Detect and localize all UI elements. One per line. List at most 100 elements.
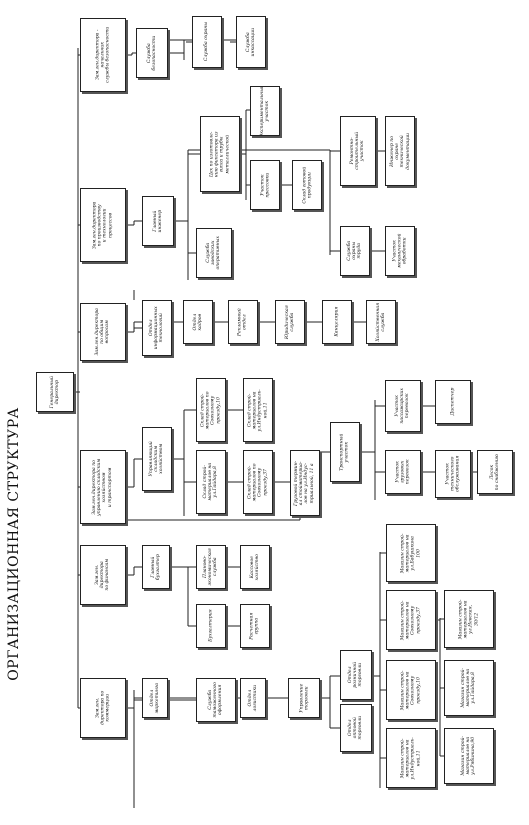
org-box-d1: Зам.ген. директора по коммерции [80, 678, 126, 738]
org-box-label: Зам.ген.директора по производству и техн… [92, 201, 114, 249]
org-box-o2: Отдел кадров [183, 300, 213, 344]
org-box-d3: Зам.ген.директора по управлению складски… [80, 450, 126, 524]
org-box-p9: Служба охраны труда [340, 226, 370, 276]
org-box-s4: Склад строй- материалов по Совхозному пр… [196, 378, 226, 442]
org-box-label: Магазин строй- материалов на ул.Рябинина… [461, 736, 477, 776]
org-box-label: Генеральный директор [49, 375, 60, 409]
org-box-label: Участок пассажирских перевозок [395, 388, 411, 424]
org-box-label: Управляющий складским хозяйством [149, 441, 165, 477]
org-box-o4: Юридическая служба [275, 300, 305, 344]
org-box-m7: Магазин строй- материалов на ул.Невская,… [444, 590, 494, 648]
org-box-b3: Служба инкассации [236, 16, 266, 68]
org-box-label: Склад строй- материалов по Совхозному пр… [247, 463, 269, 501]
org-box-p2: Служба заводских оперативных [196, 228, 232, 278]
org-box-label: Канцелярия [334, 306, 340, 338]
org-box-label: Диспетчер [450, 388, 456, 416]
org-box-s2: Склад строй- материалов на ул.Гайдара,8 [196, 450, 226, 514]
org-box-label: Управление торговли [298, 683, 309, 713]
org-box-n4: Управление торговли [288, 678, 320, 718]
org-box-f2: Бухгалтерия [196, 604, 226, 648]
org-box-b2: Служба охраны [192, 16, 222, 68]
org-box-label: Служба таможенного оформления [208, 682, 224, 718]
org-box-p6: Склад готовой продукции [292, 160, 322, 210]
org-box-label: Магазин строй- материалов на ул.Гайдара,… [461, 668, 477, 708]
org-box-label: Цех по изготовле- нию фиксатора из гипса… [209, 131, 231, 177]
org-box-label: Участок технического обслуживания [445, 455, 461, 493]
org-box-label: Служба инкассации [245, 27, 257, 57]
org-box-label: Рекламный отдел [237, 308, 248, 336]
org-box-o1: Отдел информационных технологий [142, 300, 172, 356]
org-box-label: Зам.ген. директора по коммерции [95, 690, 111, 726]
org-box-s3: Склад строй- материалов по Совхозному пр… [243, 450, 273, 514]
org-box-label: Зам.ген. директора по финансам [95, 559, 111, 591]
org-box-label: Ремонтно- строительный участок [350, 132, 366, 170]
org-box-m1: Магазин строй- материалов на ул.Индустри… [386, 728, 436, 788]
org-box-n3: Отдел логистики [240, 678, 266, 718]
org-box-t2: Участок грузовых перевозок [385, 450, 421, 494]
org-box-label: Отдел кадров [192, 313, 203, 331]
org-box-o6: Хозяйственная служба [366, 300, 396, 344]
org-box-label: Склад готовой продукции [301, 166, 312, 204]
org-box-label: Лесок по снабжению [489, 453, 501, 491]
org-box-label: Зам.ген.директора по управлению складски… [92, 458, 114, 516]
org-box-o3: Рекламный отдел [228, 300, 258, 344]
org-box-label: Участок механической обработки [392, 233, 408, 269]
org-box-label: Служба охраны [204, 22, 210, 62]
org-box-m4: Магазин строй- материалов на ул.Бабушкин… [386, 524, 436, 582]
org-box-label: Юридическая служба [284, 305, 295, 339]
org-box-label: Главный инженер [152, 209, 163, 233]
org-box-o5: Канцелярия [322, 300, 352, 344]
org-box-label: Транспортный участок [339, 433, 350, 471]
org-box-label: Склад строй- материалов по Совхозному пр… [200, 391, 222, 429]
org-box-m2: Магазин строй- материалов на Совхозному … [386, 660, 436, 720]
org-box-label: Главный бухгалтер [150, 553, 161, 581]
org-box-label: Отдел розничной торговли [348, 662, 364, 688]
org-box-label: Отдел оптовой торговли [348, 716, 364, 740]
org-box-m3: Магазин строй- материалов на Совхозному … [386, 590, 436, 650]
org-box-s5: Склад строй- материалов на ул.Индустриал… [243, 378, 273, 442]
org-box-p5: Участок прессовки [250, 160, 280, 210]
org-box-label: Отдел маркетинга [149, 682, 161, 714]
org-box-label: Расчетная группа [249, 612, 260, 640]
org-box-label: Служба заводских оперативных [206, 236, 222, 270]
org-box-d2: Зам.ген. директора по финансам [80, 545, 126, 605]
org-box-p3: Цех по изготовле- нию фиксатора из гипса… [200, 116, 240, 192]
org-box-label: Склад строй- материалов на ул.Индустриал… [247, 388, 269, 432]
org-box-label: Участок грузовых перевозок [395, 459, 411, 485]
org-box-label: Инженер по охране технической документац… [389, 132, 411, 170]
org-box-m5: Магазин строй- материалов на ул.Рябинина… [444, 728, 494, 784]
org-box-label: Магазин строй- материалов на Совхозному … [400, 670, 422, 710]
org-box-s1: Управляющий складским хозяйством [142, 427, 172, 491]
org-box-label: Участок прессовки [259, 172, 270, 198]
org-box-d6: Зам.ген.директора - начальник службы без… [80, 18, 126, 92]
org-box-label: Отдел логистики [247, 684, 258, 712]
org-box-label: Магазин строй- материалов на ул.Бабушкин… [400, 533, 422, 573]
org-box-p10: Участок механической обработки [385, 226, 415, 276]
org-box-label: Магазин строй- материалов на Совхозному … [400, 600, 422, 640]
org-box-m6: Магазин строй- материалов на ул.Гайдара,… [444, 660, 494, 716]
org-box-label: Служба охраны труда [347, 241, 363, 261]
org-box-d4: Зам.ген.директора по общим вопросам [80, 303, 126, 361]
org-box-t4: Участок пассажирских перевозок [385, 380, 421, 432]
org-box-n5: Отдел оптовой торговли [340, 704, 372, 752]
org-box-label: Зам.ген.директора - начальник службы без… [95, 26, 111, 84]
org-box-label: Отдел информационных технологий [149, 306, 165, 350]
org-box-f1: Главный бухгалтер [142, 545, 170, 589]
org-box-label: Бухгалтерия [208, 609, 214, 643]
org-box-n1: Отдел маркетинга [142, 678, 168, 718]
org-box-label: Магазин строй- материалов на ул.Индустри… [400, 736, 422, 780]
org-box-label: Грузовой термин- ал стойматериа- лов на … [294, 460, 316, 506]
org-box-p1: Главный инженер [142, 196, 174, 246]
org-box-b1: Служба безопасности [136, 28, 168, 78]
org-box-label: Кассовое хозяйство [249, 553, 260, 581]
org-box-label: Магазин строй- материалов на ул.Невская,… [458, 599, 480, 639]
org-box-gd: Генеральный директор [36, 372, 74, 412]
org-box-f5: Кассовое хозяйство [240, 545, 270, 589]
org-box-t5: Диспетчер [435, 380, 471, 424]
org-box-label: Планово- экономическая служба [203, 548, 219, 586]
org-box-t3: Участок технического обслуживания [435, 450, 471, 498]
org-box-label: Экспериментальный участок [259, 86, 270, 136]
org-box-p4: Экспериментальный участок [250, 86, 280, 136]
org-box-t6: Лесок по снабжению [477, 450, 513, 494]
